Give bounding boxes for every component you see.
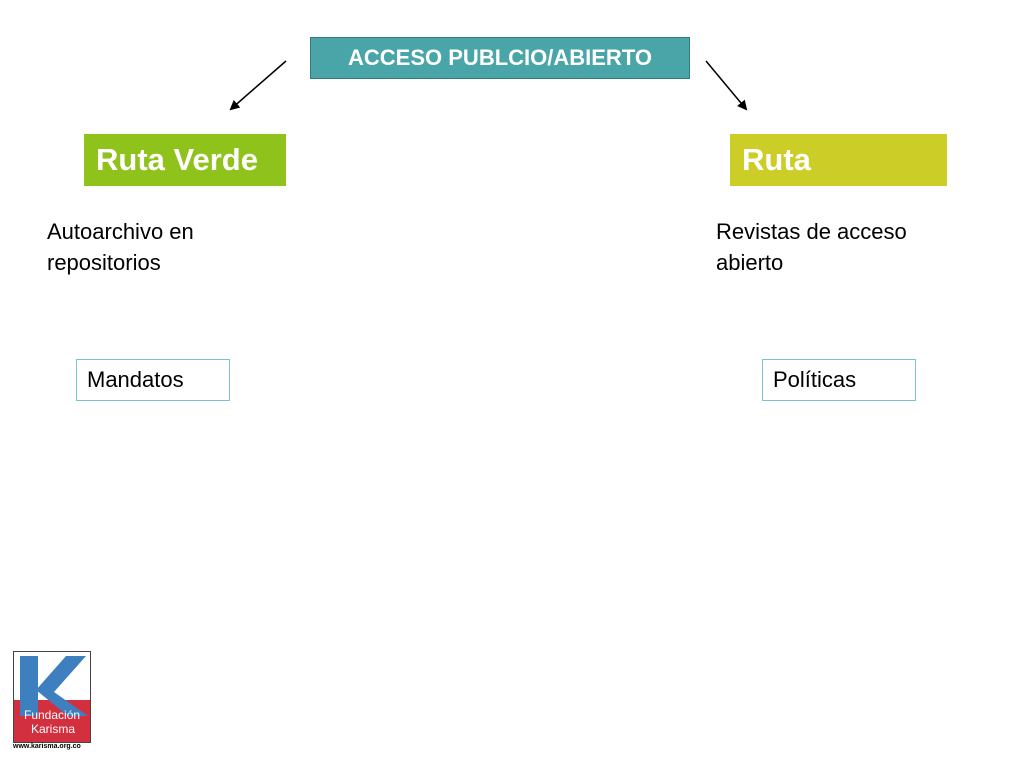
arrow-left <box>229 60 287 111</box>
logo-line1: Fundación <box>24 708 80 722</box>
politicas-box: Políticas <box>762 359 916 401</box>
route-verde-box: Ruta Verde <box>84 134 286 186</box>
route-gold-desc-line1: Revistas de acceso <box>716 219 907 244</box>
route-verde-label: Ruta Verde <box>96 142 258 177</box>
route-verde-desc-line1: Autoarchivo en <box>47 219 194 244</box>
access-title-text: ACCESO PUBLCIO/ABIERTO <box>348 45 652 70</box>
logo-url: www.karisma.org.co <box>13 743 81 750</box>
route-gold-description: Revistas de acceso abierto <box>716 216 956 278</box>
mandatos-box: Mandatos <box>76 359 230 401</box>
route-gold-box: Ruta <box>730 134 947 186</box>
arrow-right <box>705 60 748 111</box>
karisma-logo-graphic: Fundación Karisma <box>14 652 90 742</box>
route-gold-label: Ruta <box>742 142 811 177</box>
route-verde-desc-line2: repositorios <box>47 250 161 275</box>
access-title-box: ACCESO PUBLCIO/ABIERTO <box>310 37 690 79</box>
mandatos-label: Mandatos <box>87 367 184 392</box>
logo-line2: Karisma <box>31 722 75 736</box>
politicas-label: Políticas <box>773 367 857 392</box>
karisma-logo: Fundación Karisma <box>13 651 91 743</box>
route-gold-desc-line2: abierto <box>716 250 784 275</box>
route-verde-description: Autoarchivo en repositorios <box>47 216 267 278</box>
